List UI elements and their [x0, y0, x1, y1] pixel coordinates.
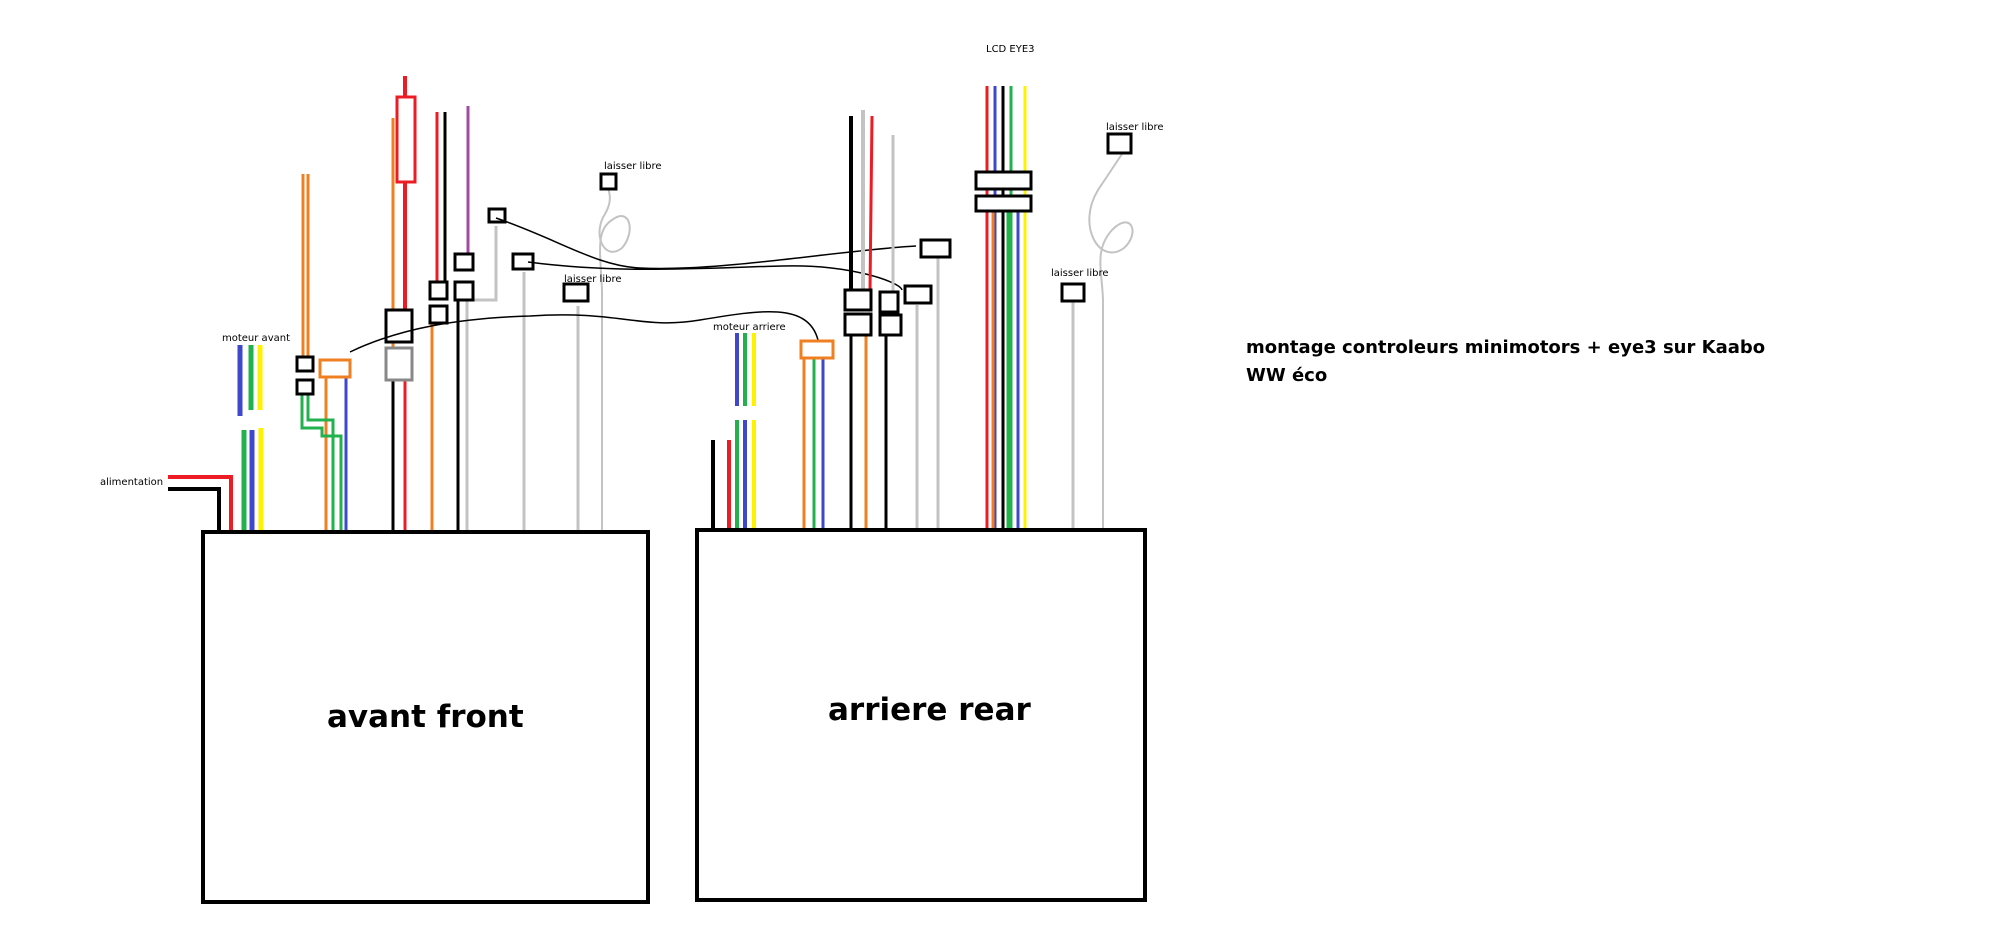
rear-connector-d: [878, 313, 903, 337]
rear-connector-b: [843, 312, 873, 337]
rear-free-gray-loop: [1088, 153, 1134, 532]
labels: LCD EYE3 laisser libre laisser libre lai…: [100, 44, 1164, 488]
power-black-wire: [168, 487, 221, 530]
rear-controller: arriere rear: [695, 528, 1147, 902]
rear-connector-a: [843, 288, 873, 312]
hall-connector-black-b: [295, 378, 315, 396]
front-controller-box: [201, 530, 650, 904]
lcd-connector-top: [974, 170, 1033, 191]
link-wires: [349, 217, 917, 353]
aux-connector-c: [453, 252, 475, 272]
rear-wiring: [711, 86, 1134, 532]
rear-connectors: [799, 132, 1133, 360]
main-red-connector: [395, 95, 417, 184]
rear-controller-label: arriere rear: [828, 692, 1031, 728]
aux-connector-a: [428, 280, 449, 301]
power-label: alimentation: [100, 477, 163, 488]
front-motor-label: moteur avant: [222, 333, 290, 344]
rear-connector-f: [919, 238, 952, 259]
free-connector-rear-a: [1106, 132, 1133, 155]
free-label-rear-top: laisser libre: [1106, 122, 1164, 133]
rear-connector-c: [878, 290, 900, 314]
aux-connector-d: [453, 280, 475, 302]
aux-connector-b: [428, 304, 449, 325]
link-wire-1: [495, 217, 917, 270]
front-wiring: [168, 76, 631, 532]
lcd-connector-bottom: [974, 194, 1033, 213]
free-label-front-top: laisser libre: [604, 161, 662, 172]
front-controller-label: avant front: [327, 699, 524, 735]
rear-motor-label: moteur arriere: [713, 322, 786, 333]
rear-controller-box: [695, 528, 1147, 902]
aux-connector-e: [487, 207, 507, 224]
free-connector-front-b: [562, 282, 590, 303]
link-wire-3: [349, 311, 819, 353]
hall-connector-black-a: [295, 355, 315, 373]
front-controller: avant front: [201, 530, 650, 904]
free-label-rear: laisser libre: [1051, 268, 1109, 279]
aux-gray-wire: [466, 226, 498, 302]
gray-loop-wire: [598, 187, 631, 532]
free-connector-rear-b: [1060, 282, 1086, 303]
free-connector-front-a: [599, 172, 618, 191]
main-gray-connector: [384, 346, 414, 382]
rear-connector-e: [903, 284, 933, 305]
rear-red-wire-top: [868, 115, 874, 291]
power-red-wire: [168, 475, 233, 530]
hall-green-wire-b: [306, 395, 335, 532]
hall-connector-orange: [318, 358, 352, 379]
lcd-eye3-label: LCD EYE3: [986, 44, 1035, 55]
hall-green-wire-a: [300, 395, 343, 532]
link-wire-2: [527, 261, 903, 291]
diagram-caption: montage controleurs minimotors + eye3 su…: [1246, 337, 1766, 386]
free-label-front: laisser libre: [564, 274, 622, 285]
rear-hall-connector: [799, 339, 835, 360]
aux-connector-f: [511, 252, 535, 271]
